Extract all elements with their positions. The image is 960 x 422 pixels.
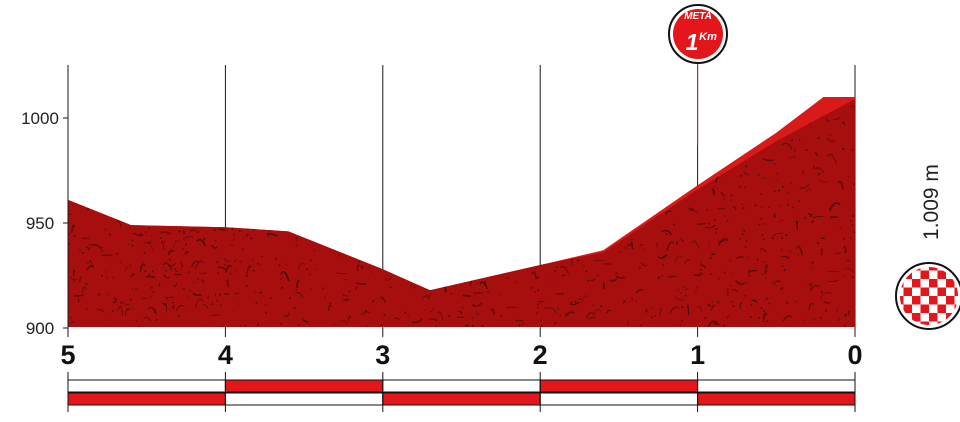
y-tick-label: 900 xyxy=(26,319,54,338)
y-tick-label: 950 xyxy=(26,214,54,233)
x-tick-label: 4 xyxy=(218,340,233,370)
km-segment xyxy=(224,392,384,406)
y-axis: 8509009501000 xyxy=(21,65,69,338)
x-tick-label: 1 xyxy=(690,340,705,370)
y-tick-label: 1000 xyxy=(21,109,59,128)
badge-distance: 1 xyxy=(686,29,699,55)
badge-inner-circle xyxy=(673,9,723,59)
x-tick-label: 5 xyxy=(60,340,75,370)
km-segment xyxy=(697,379,856,393)
finish-1km-badge: META 1 Km xyxy=(668,4,728,146)
x-axis: 5 4 3 2 1 0 xyxy=(60,340,862,370)
terrain-area xyxy=(68,99,855,327)
km-segment xyxy=(539,379,699,393)
km-segment xyxy=(224,379,384,393)
km-segment-strips xyxy=(67,372,856,412)
finish-elevation-label: 1.009 m xyxy=(920,164,943,240)
km-segment xyxy=(382,379,541,393)
badge-meta-label: META xyxy=(684,11,712,22)
checkered-flag-icon xyxy=(895,262,960,330)
km-segment xyxy=(67,379,226,393)
km-segment xyxy=(539,392,699,406)
km-segment xyxy=(67,392,226,406)
x-tick-label: 0 xyxy=(847,340,862,370)
x-tick-label: 3 xyxy=(375,340,390,370)
km-segment xyxy=(382,392,541,406)
x-tick-label: 2 xyxy=(533,340,548,370)
badge-unit: Km xyxy=(699,31,717,43)
km-segment xyxy=(697,392,856,406)
